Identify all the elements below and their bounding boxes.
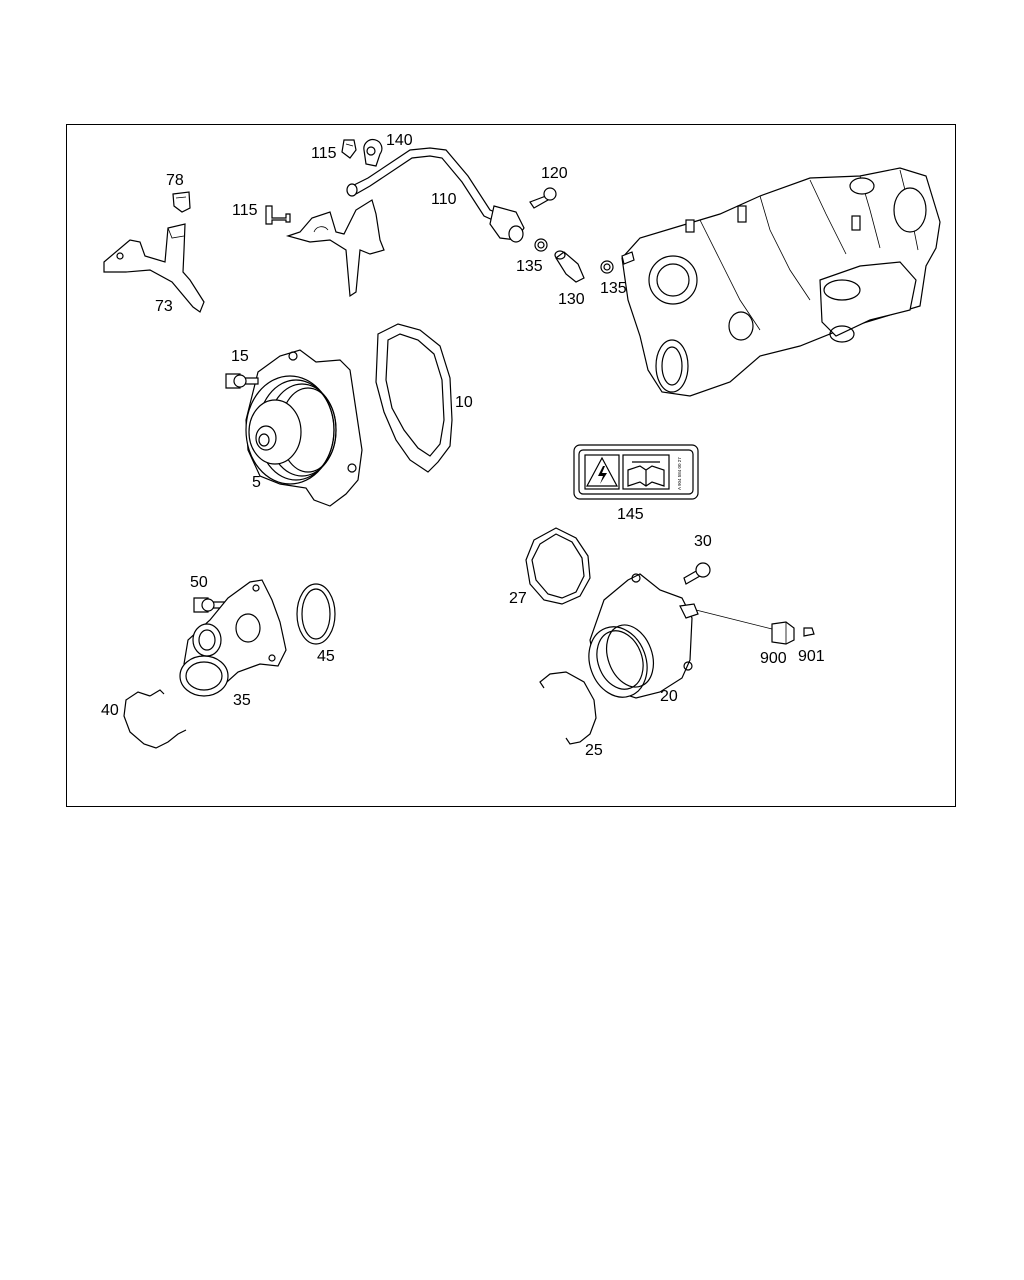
callout-35: 35	[233, 692, 251, 709]
callout-45: 45	[317, 648, 335, 665]
part-110-coolant-pipe	[346, 147, 525, 243]
callout-115-top: 115	[311, 145, 337, 162]
callout-110: 110	[431, 191, 457, 208]
part-135-clamp-right	[600, 260, 614, 274]
part-30-bolt	[683, 562, 711, 585]
sticker-part-number: A 904 584 00 27	[677, 457, 682, 490]
part-115-bolt-left	[265, 205, 291, 225]
callout-10: 10	[455, 394, 473, 411]
callout-30: 30	[694, 533, 712, 550]
callout-901: 901	[798, 648, 825, 665]
part-900-sensor	[771, 621, 795, 645]
part-78-clip	[172, 191, 191, 213]
callout-120: 120	[541, 165, 568, 182]
callout-40: 40	[101, 702, 119, 719]
part-130-hose	[554, 250, 585, 283]
part-20-thermostat-housing	[588, 573, 777, 699]
part-35-outlet-housing	[179, 579, 287, 697]
part-115-bolt-top	[341, 139, 357, 159]
part-140-clamp	[363, 138, 383, 167]
part-40-retaining-clip	[123, 689, 187, 749]
part-25-retaining-clip	[539, 671, 597, 745]
callout-27: 27	[509, 590, 527, 607]
callout-900: 900	[760, 650, 787, 667]
part-27-o-ring	[525, 527, 591, 605]
callout-5: 5	[252, 474, 261, 491]
callout-25: 25	[585, 742, 603, 759]
callout-145: 145	[617, 506, 644, 523]
callout-15: 15	[231, 348, 249, 365]
part-73-bracket	[103, 223, 205, 313]
pipe-bracket	[285, 199, 385, 298]
part-5-water-pump	[245, 349, 363, 507]
part-10-gasket	[375, 323, 453, 473]
part-901-pin	[803, 627, 815, 637]
callout-135-left: 135	[516, 258, 543, 275]
part-135-clamp-left	[534, 238, 548, 252]
diagram-frame	[66, 124, 956, 807]
part-145-warning-label: A 904 584 00 27	[573, 444, 699, 500]
callout-50: 50	[190, 574, 208, 591]
part-120-bolt	[529, 187, 557, 209]
wrench-manual-icon	[627, 465, 665, 487]
callout-115-left: 115	[232, 202, 258, 219]
callout-20: 20	[660, 688, 678, 705]
callout-140: 140	[386, 132, 413, 149]
part-45-seal-ring	[296, 583, 336, 645]
engine-housing	[621, 167, 941, 397]
callout-73: 73	[155, 298, 173, 315]
callout-130: 130	[558, 291, 585, 308]
part-15-bolt	[225, 373, 259, 389]
callout-78: 78	[166, 172, 184, 189]
callout-135-right: 135	[600, 280, 627, 297]
